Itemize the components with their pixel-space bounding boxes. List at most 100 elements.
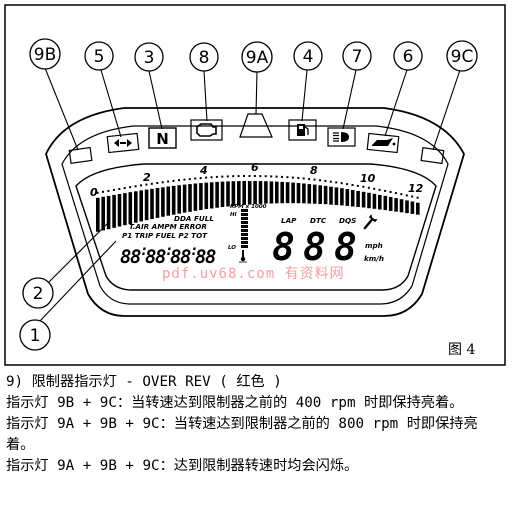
rpm-dot-marker: [264, 175, 267, 178]
svg-text:7: 7: [352, 47, 363, 67]
rpm-bar-segment: [177, 185, 181, 214]
rpm-dot-marker: [112, 188, 115, 191]
rpm-bar-segment: [329, 186, 333, 205]
rpm-dot-marker: [243, 175, 245, 177]
light-7: [327, 127, 356, 147]
rpm-dot-marker: [140, 184, 142, 187]
temp-bar-segment: [241, 209, 248, 212]
rpm-dot-marker: [259, 175, 262, 178]
rpm-dot-marker: [329, 180, 332, 183]
rpm-dot-marker: [367, 186, 370, 189]
rpm-dot-marker: [156, 182, 159, 184]
rpm-dot-marker: [416, 196, 419, 199]
lcd-row-1: DDA FULL: [174, 214, 214, 223]
svg-text::: :: [165, 243, 173, 259]
svg-text:5: 5: [94, 47, 105, 67]
rpm-dot-marker: [205, 176, 208, 179]
rpm-tick-6: 6: [251, 161, 259, 174]
rpm-dot-marker: [167, 180, 170, 183]
caption-heading: 9) 限制器指示灯 - OVER REV ( 红色 ): [6, 374, 282, 390]
rpm-bar-segment: [383, 195, 388, 211]
callout-4: 4: [293, 41, 323, 71]
rpm-dot-marker: [335, 181, 338, 184]
rpm-dot-marker: [291, 176, 294, 179]
rpm-dot-marker: [394, 192, 397, 195]
rpm-bar-segment: [318, 185, 322, 204]
rpm-dot-marker: [297, 177, 300, 179]
rpm-bar-segment: [416, 202, 420, 215]
rpm-bar-segment: [155, 188, 160, 218]
lap-label: LAP: [281, 216, 297, 225]
rpm-bar-segment: [302, 183, 306, 204]
light-8: [190, 119, 223, 141]
rpm-bar-segment: [367, 192, 371, 209]
svg-text:4: 4: [303, 47, 314, 67]
svg-text::: :: [190, 243, 198, 259]
light-9b: [68, 146, 93, 165]
light-6: [366, 132, 400, 154]
rpm-bar-segment: [394, 198, 398, 212]
rpm-bar-segment: [188, 184, 192, 212]
rpm-dot-marker: [215, 175, 218, 178]
rpm-dot-marker: [405, 194, 408, 197]
svg-text:9B: 9B: [34, 45, 56, 65]
rpm-tick-12: 12: [408, 182, 424, 195]
rpm-dot-marker: [324, 179, 327, 182]
instrument-panel-figure: N 9B 5 3 8 9A 4 7 6 9C 2 1 0: [4, 4, 506, 366]
rpm-bar-segment: [209, 182, 214, 209]
rpm-bar-segment: [161, 187, 165, 217]
rpm-bar-segment: [285, 182, 290, 204]
svg-text:1: 1: [30, 326, 41, 346]
caption-line-1: 指示灯 9B + 9C：当转速达到限制器之前的 400 rpm 时即保持亮着。: [6, 395, 464, 411]
rpm-bar-segment: [405, 200, 409, 214]
figure-number: 图 4: [448, 342, 475, 358]
callout-3: 3: [134, 42, 164, 72]
rpm-bar-segment: [399, 199, 404, 213]
mph-label: mph: [365, 241, 383, 250]
speed-digits: 8 8 8: [272, 225, 357, 269]
svg-text:2: 2: [33, 284, 44, 304]
callout-5: 5: [84, 41, 114, 71]
callout-9a: 9A: [241, 41, 273, 73]
rpm-bar-segment: [410, 201, 415, 214]
figure-frame: [4, 4, 506, 366]
rpm-dot-marker: [248, 175, 251, 177]
odometer-digits: 8 8 : 8 8 : 8 8 : 8 8: [120, 243, 216, 268]
oil-pressure-icon: [372, 138, 396, 146]
rpm-bar-segment: [128, 192, 133, 224]
rpm-dot-marker: [373, 187, 376, 190]
lcd-row-2: T.AIR AMPM ERROR: [129, 222, 207, 231]
callout-leaders: [38, 67, 461, 323]
rpm-bar-segment: [372, 193, 377, 209]
rpm-bar-segment: [334, 187, 339, 205]
rpm-dot-marker: [123, 187, 126, 190]
rpm-dot-marker: [210, 176, 213, 179]
rpm-dot-marker: [118, 188, 121, 190]
rpm-bar-segment: [296, 183, 301, 204]
dashboard-outer-shell: [45, 107, 465, 317]
svg-text::: :: [140, 243, 148, 259]
rpm-bar-segment: [237, 181, 241, 206]
callout-2: 2: [22, 277, 54, 309]
rpm-unit-label: RPM x 1000: [230, 204, 267, 210]
rpm-dot-marker: [96, 191, 99, 194]
rpm-dot-marker: [308, 178, 311, 181]
rpm-bar-segment: [96, 197, 100, 232]
rpm-dot-marker: [384, 189, 387, 192]
rpm-bar-segment: [307, 184, 312, 204]
temp-bar-segment: [241, 245, 248, 248]
temp-bar-segment: [241, 213, 248, 216]
wrench-icon: [363, 214, 378, 230]
watermark-text: pdf.uv68.com 有资料网: [162, 266, 345, 282]
caption-text: 9) 限制器指示灯 - OVER REV ( 红色 ) 指示灯 9B + 9C：…: [6, 372, 506, 477]
rpm-bar-segment: [280, 181, 284, 204]
rpm-dot-marker: [319, 179, 321, 182]
rpm-bar-segment: [253, 181, 257, 205]
rpm-dot-marker: [232, 175, 235, 178]
svg-text:3: 3: [144, 48, 155, 68]
svg-text:8: 8: [180, 246, 191, 268]
engine-check-icon: [196, 123, 217, 137]
rpm-scale-labels: 0 2 4 6 8 10 12: [90, 161, 424, 199]
rpm-bar-segment: [264, 181, 268, 204]
rpm-bar-segment: [101, 196, 105, 231]
